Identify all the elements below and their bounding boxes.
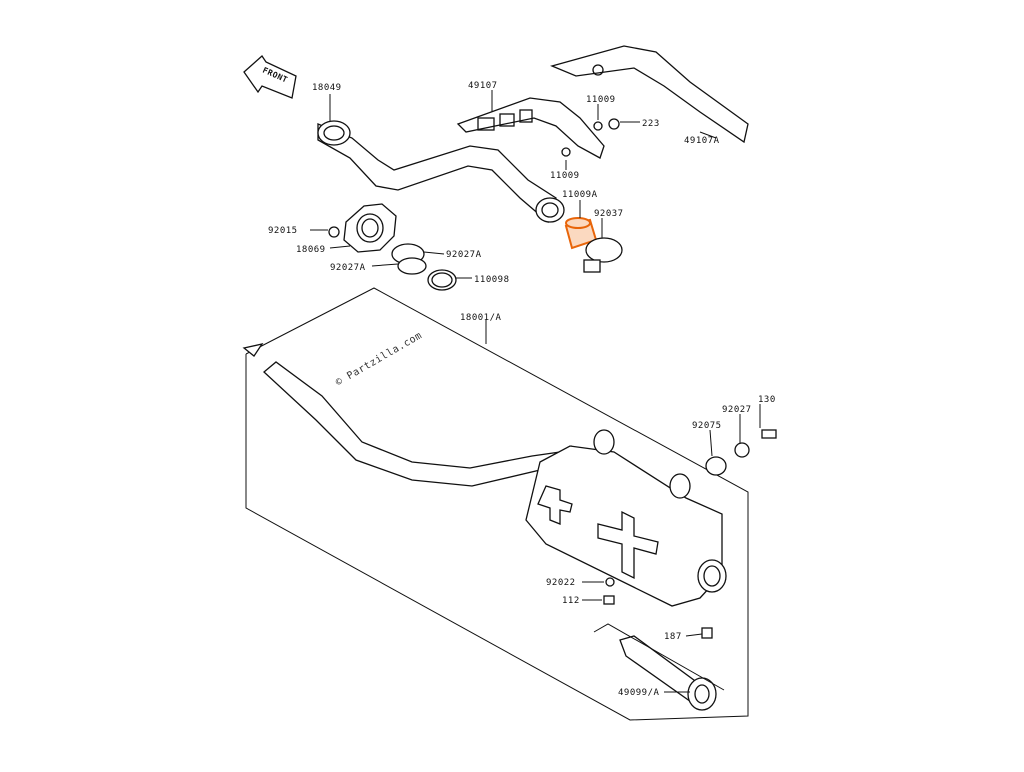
callout-49099A: 49099/A bbox=[618, 688, 660, 698]
screw-group-bottom[interactable] bbox=[603, 577, 713, 639]
gasket-rings-part[interactable] bbox=[391, 243, 457, 291]
callout-112: 112 bbox=[562, 596, 580, 606]
callout-223: 223 bbox=[642, 119, 660, 129]
muffler-part[interactable] bbox=[263, 361, 727, 607]
callout-18001A: 18001/A bbox=[460, 313, 502, 323]
frame-arrow-icon bbox=[242, 343, 264, 357]
callout-92075: 92075 bbox=[692, 421, 722, 431]
callout-187: 187 bbox=[664, 632, 682, 642]
callout-110098: 110098 bbox=[474, 275, 510, 285]
callout-18069: 18069 bbox=[296, 245, 326, 255]
callout-49107A: 49107A bbox=[684, 136, 720, 146]
clamp-part[interactable] bbox=[583, 237, 623, 273]
front-arrow-icon: FRONT bbox=[243, 55, 297, 99]
assembly-frame bbox=[245, 287, 749, 721]
head-pipe-part[interactable] bbox=[317, 120, 565, 224]
arrester-bracket-line bbox=[593, 623, 725, 691]
callout-130: 130 bbox=[758, 395, 776, 405]
callout-11009A: 11009A bbox=[562, 190, 598, 200]
flange-part[interactable] bbox=[328, 203, 397, 253]
spark-arrester-part[interactable] bbox=[619, 635, 717, 711]
mount-hardware-part[interactable] bbox=[705, 429, 777, 476]
callout-92027: 92027 bbox=[722, 405, 752, 415]
bolt-group-top[interactable] bbox=[561, 118, 620, 157]
callout-11009-top: 11009 bbox=[586, 95, 616, 105]
callout-18049: 18049 bbox=[312, 83, 342, 93]
callout-92037: 92037 bbox=[594, 209, 624, 219]
leader-lines bbox=[310, 90, 761, 693]
callout-92027A-right: 92027A bbox=[446, 250, 482, 260]
callout-92022: 92022 bbox=[546, 578, 576, 588]
callout-11009-bottom: 11009 bbox=[550, 171, 580, 181]
callout-92027A-left: 92027A bbox=[330, 263, 366, 273]
callout-92015: 92015 bbox=[268, 226, 298, 236]
heat-guard-a-part[interactable] bbox=[550, 45, 749, 144]
callout-49107: 49107 bbox=[468, 81, 498, 91]
heat-guard-part[interactable] bbox=[456, 97, 605, 159]
watermark: © Partzilla.com bbox=[334, 330, 424, 388]
